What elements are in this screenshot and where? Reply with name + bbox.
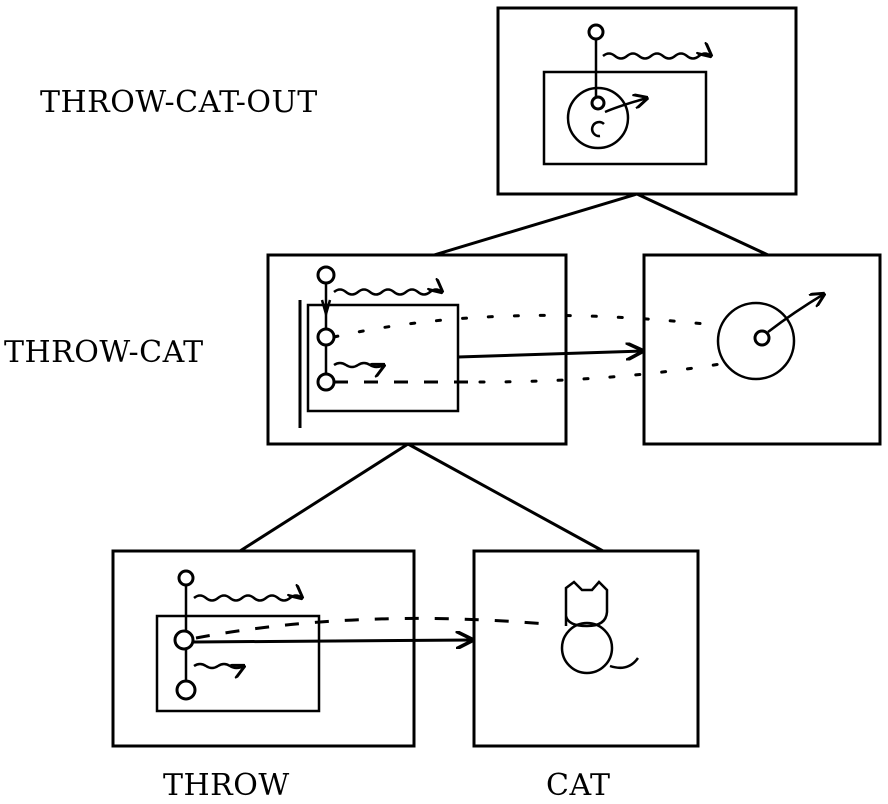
label-throw: THROW [163, 768, 290, 803]
throw-mapping-arrow [193, 640, 472, 642]
label-throw-cat: THROW-CAT [4, 335, 204, 370]
label-cat: CAT [546, 768, 611, 803]
throw-cat-mapping-arrow [457, 351, 642, 357]
panel-throw-cat-out [496, 6, 798, 196]
panel-throw-cat-result [642, 253, 882, 446]
label-throw-cat-out: THROW-CAT-OUT [40, 85, 318, 120]
panel-cat [472, 549, 700, 748]
cat-icon [560, 580, 640, 675]
tree-connectors [239, 192, 769, 553]
panel-throw-cat [266, 253, 722, 446]
panel-throw [111, 549, 547, 748]
